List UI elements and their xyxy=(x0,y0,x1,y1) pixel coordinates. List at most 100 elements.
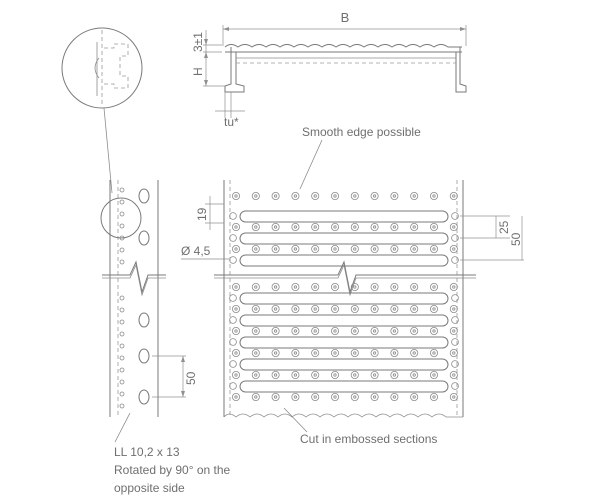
plan-emboss-hole xyxy=(353,247,357,251)
plan-emboss-hole xyxy=(293,225,297,229)
plan-emboss-dot xyxy=(291,244,300,253)
plan-emboss-dot xyxy=(271,191,280,200)
plan-emboss-dot xyxy=(251,282,260,291)
plan-emboss-hole xyxy=(353,395,357,399)
plan-emboss-dot xyxy=(311,244,320,253)
strip-slot-hole xyxy=(138,230,150,246)
plan-emboss-dot xyxy=(271,244,280,253)
plan-emboss-dot xyxy=(350,282,359,291)
plan-emboss-hole xyxy=(392,329,396,333)
plan-emboss-dot xyxy=(291,304,300,313)
plan-emboss-hole xyxy=(412,247,416,251)
plan-emboss-dot xyxy=(251,222,260,231)
strip-dot xyxy=(119,295,125,301)
plan-side-hole xyxy=(229,212,237,220)
plan-emboss-dot xyxy=(350,392,359,401)
plan-emboss-hole xyxy=(353,194,357,198)
plan-emboss-hole xyxy=(313,329,317,333)
strip-slot-hole xyxy=(138,188,150,204)
plan-emboss-hole xyxy=(273,225,278,229)
plan-emboss-dot xyxy=(449,370,458,379)
cut-note: Cut in embossed sections xyxy=(300,432,437,446)
detail-circle xyxy=(61,27,143,109)
plan-view: 19 Ø 4,5 25 50 xyxy=(181,180,524,433)
plan-emboss-dot xyxy=(231,244,240,253)
plan-emboss-hole xyxy=(412,373,416,377)
plan-slot xyxy=(239,292,449,305)
plan-emboss-hole xyxy=(254,247,258,251)
strip-dot xyxy=(119,199,125,205)
plan-emboss-dot xyxy=(271,282,280,291)
plan-emboss-hole xyxy=(333,395,337,399)
plan-emboss-dot xyxy=(429,222,438,231)
plan-emboss-dot xyxy=(449,191,458,200)
plan-emboss-hole xyxy=(254,285,258,289)
plan-emboss-dot xyxy=(291,370,300,379)
plan-side-hole xyxy=(451,382,459,390)
plan-emboss-dot xyxy=(390,304,399,313)
plan-emboss-dot xyxy=(271,392,280,401)
plan-emboss-hole xyxy=(273,194,278,198)
plan-emboss-dot xyxy=(370,348,379,357)
strip-dot xyxy=(119,187,125,193)
plan-emboss-dot xyxy=(449,304,458,313)
plan-emboss-dot xyxy=(231,392,240,401)
plan-emboss-hole xyxy=(353,351,357,355)
plan-emboss-dot xyxy=(251,191,260,200)
plan-emboss-dot xyxy=(390,370,399,379)
plan-emboss-hole xyxy=(234,225,238,229)
plan-side-hole xyxy=(451,294,459,302)
plan-emboss-dot xyxy=(390,348,399,357)
plan-emboss-hole xyxy=(372,373,377,377)
plan-emboss-hole xyxy=(353,225,357,229)
strip-dot xyxy=(119,307,125,313)
strip-view: 50 xyxy=(100,180,198,443)
plan-emboss-hole xyxy=(333,307,337,311)
plan-bottom-edge xyxy=(223,413,463,418)
plan-side-hole xyxy=(229,294,237,302)
plan-emboss-dot xyxy=(390,282,399,291)
plan-emboss-hole xyxy=(273,329,278,333)
strip-break-line xyxy=(102,260,166,294)
plan-emboss-hole xyxy=(432,307,436,311)
dim-25-label: 25 xyxy=(497,220,511,234)
plan-emboss-hole xyxy=(293,307,297,311)
plan-emboss-dot xyxy=(370,392,379,401)
plan-emboss-dot xyxy=(449,244,458,253)
plan-emboss-dot xyxy=(410,304,419,313)
plan-emboss-hole xyxy=(293,329,297,333)
plan-emboss-dot xyxy=(311,370,320,379)
plan-emboss-dot xyxy=(251,392,260,401)
plan-emboss-dot xyxy=(311,392,320,401)
ll-note-line3: opposite side xyxy=(114,481,185,495)
plan-side-hole xyxy=(229,316,237,324)
plan-emboss-dot xyxy=(410,222,419,231)
plan-emboss-hole xyxy=(452,225,456,229)
plan-emboss-hole xyxy=(392,194,396,198)
plan-emboss-hole xyxy=(293,247,297,251)
plan-emboss-dot xyxy=(410,191,419,200)
strip-slot-hole xyxy=(138,312,150,328)
plan-emboss-hole xyxy=(293,351,297,355)
plan-emboss-dot xyxy=(429,191,438,200)
plan-emboss-hole xyxy=(333,351,337,355)
plan-emboss-hole xyxy=(372,247,377,251)
plan-emboss-hole xyxy=(234,285,238,289)
plan-emboss-hole xyxy=(234,194,238,198)
plan-emboss-dot xyxy=(231,282,240,291)
plan-side-hole xyxy=(229,256,237,264)
plan-emboss-dot xyxy=(311,304,320,313)
plan-emboss-hole xyxy=(372,285,377,289)
plan-emboss-hole xyxy=(372,194,377,198)
plan-emboss-hole xyxy=(392,285,396,289)
plan-emboss-dot xyxy=(350,370,359,379)
plan-emboss-hole xyxy=(293,373,297,377)
plan-emboss-hole xyxy=(432,285,436,289)
plan-emboss-dot xyxy=(271,326,280,335)
plan-emboss-hole xyxy=(452,373,456,377)
plan-emboss-dot xyxy=(311,282,320,291)
dim-b-label: B xyxy=(341,10,350,25)
plan-emboss-hole xyxy=(313,395,317,399)
plan-emboss-dot xyxy=(410,326,419,335)
plan-emboss-dot xyxy=(429,304,438,313)
